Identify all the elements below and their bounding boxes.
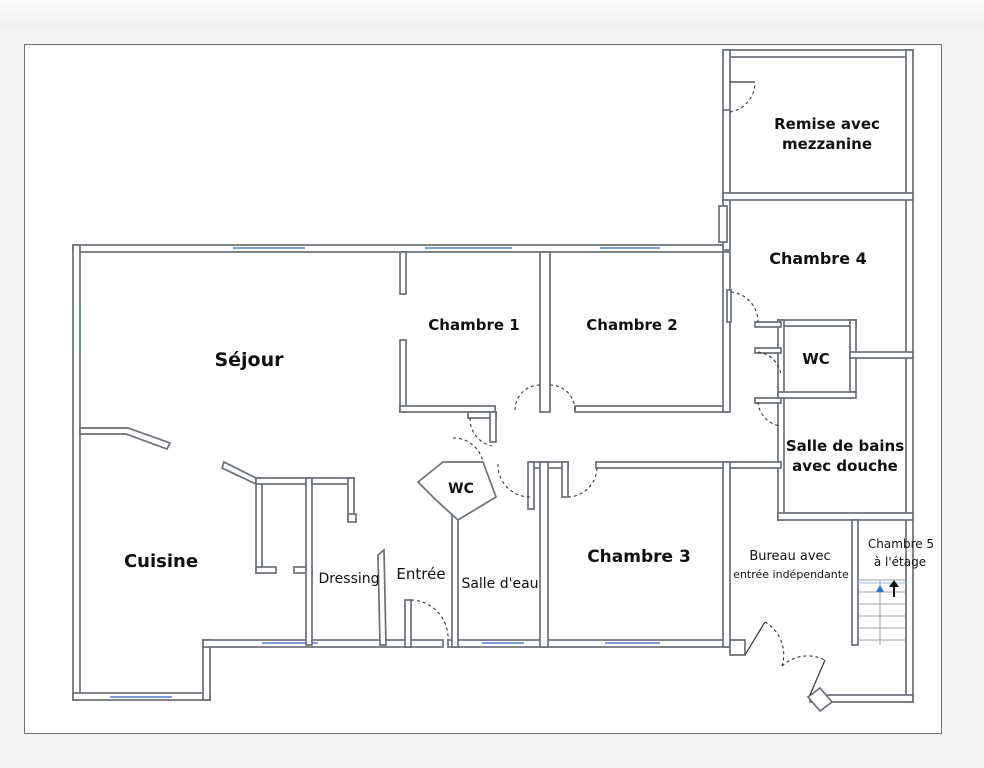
label-cuisine: Cuisine xyxy=(124,551,198,572)
door-bureau-leaf-1 xyxy=(744,621,766,656)
label-bureau-line1: Bureau avec xyxy=(749,549,830,564)
door-bureau-swing-1 xyxy=(764,621,785,667)
window-ch4-left xyxy=(718,205,728,243)
door-ch4-jamb xyxy=(726,289,732,323)
windows xyxy=(79,205,728,698)
wall-corridor-top-jamb xyxy=(489,411,497,443)
door-wc-center-swing xyxy=(452,437,484,463)
wall-closet-left xyxy=(255,477,263,574)
label-chambre2: Chambre 2 xyxy=(586,316,677,334)
wall-ch3-left xyxy=(539,461,549,648)
label-chambre3: Chambre 3 xyxy=(587,547,691,567)
wall-dressing-right xyxy=(377,548,387,646)
label-sejour: Séjour xyxy=(214,349,284,371)
wall-salle-eau-left xyxy=(451,511,459,648)
wall-ch1-left xyxy=(399,339,407,413)
label-salle-bains-line2: avec douche xyxy=(792,457,898,475)
wall-right xyxy=(905,49,914,703)
label-chambre4: Chambre 4 xyxy=(769,249,867,268)
label-remise-line2: mezzanine xyxy=(782,135,872,153)
wall-stairs-left xyxy=(851,519,859,646)
wall-remise-left-top xyxy=(722,49,731,116)
wall-bottom-mid xyxy=(202,639,444,648)
wall-left xyxy=(72,244,81,701)
wall-sdb-stub xyxy=(754,397,782,404)
wall-ch1-left-top xyxy=(399,251,407,295)
wall-dressing-left xyxy=(305,477,313,646)
label-wc-center: WC xyxy=(448,481,474,497)
door-corridor-swing xyxy=(469,417,493,447)
wall-dressing-hook xyxy=(347,513,357,523)
doors xyxy=(410,81,826,696)
door-sdb-swing xyxy=(757,401,782,427)
wall-remise-top xyxy=(722,49,914,58)
wall-entry-jamb xyxy=(404,599,412,648)
door-ch3-swing xyxy=(567,466,598,498)
wall-closet-top xyxy=(255,477,312,485)
door-bureau-leaf-2 xyxy=(809,659,826,696)
door-remise-swing xyxy=(729,83,756,113)
wall-ch2-bottom xyxy=(574,405,729,413)
wall-sejour-diag xyxy=(220,460,257,486)
wall-kitchen-counter xyxy=(79,427,172,451)
door-ch1-swing xyxy=(514,384,541,411)
label-remise-line1: Remise avec xyxy=(774,115,880,133)
label-bureau-line2: entrée indépendante xyxy=(733,568,849,581)
wall-remise-left xyxy=(722,109,731,251)
label-entree: Entrée xyxy=(396,565,445,583)
interior-walls xyxy=(79,251,914,713)
wall-remise-bottom xyxy=(722,192,914,201)
wall-corridor-bottom xyxy=(595,461,782,469)
wall-ch4-bottom xyxy=(849,351,914,359)
wall-wc-door-stub xyxy=(754,347,782,354)
door-ch2-swing xyxy=(549,384,576,411)
wall-wc-right-bottom xyxy=(777,391,857,399)
wall-closet-bottom xyxy=(255,566,277,574)
room-labels: Remise avec mezzanine Chambre 4 Chambre … xyxy=(124,115,934,592)
wall-bureau-corner xyxy=(729,639,746,656)
label-dressing: Dressing xyxy=(318,571,379,587)
door-bureau-swing-2 xyxy=(781,655,826,667)
label-chambre1: Chambre 1 xyxy=(428,316,519,334)
wc-center-interior xyxy=(428,470,488,511)
wall-salle-eau-right-top xyxy=(527,461,535,510)
wall-ch3-door-jamb xyxy=(561,461,569,498)
floor-plan-sheet xyxy=(24,44,942,734)
label-salle-bains-line1: Salle de bains xyxy=(786,437,904,455)
outer-walls xyxy=(72,49,914,703)
wall-ch4-stub xyxy=(754,321,782,328)
label-chambre5-line1: Chambre 5 xyxy=(868,537,934,551)
wall-ch2-right xyxy=(722,251,731,413)
door-entree-swing xyxy=(410,599,449,641)
wall-wc-right-top xyxy=(777,319,857,327)
wall-ch1-ch2 xyxy=(539,251,551,413)
wall-kitchen-step xyxy=(202,639,211,701)
wall-ch3-right xyxy=(722,461,731,648)
up-arrow-icon xyxy=(876,580,899,597)
door-salle-eau-swing xyxy=(497,463,531,498)
top-strip xyxy=(0,0,984,28)
door-ch4-swing xyxy=(730,291,759,323)
door-wc-right-swing xyxy=(757,351,782,377)
label-chambre5-line2: à l'étage xyxy=(874,555,926,569)
wall-ch1-bottom xyxy=(399,405,496,413)
wall-bureau-entry xyxy=(806,686,834,713)
label-wc-right: WC xyxy=(802,350,830,368)
wall-sdb-bottom xyxy=(777,512,914,521)
label-salle-eau: Salle d'eau xyxy=(461,576,538,592)
stairs xyxy=(858,579,906,645)
